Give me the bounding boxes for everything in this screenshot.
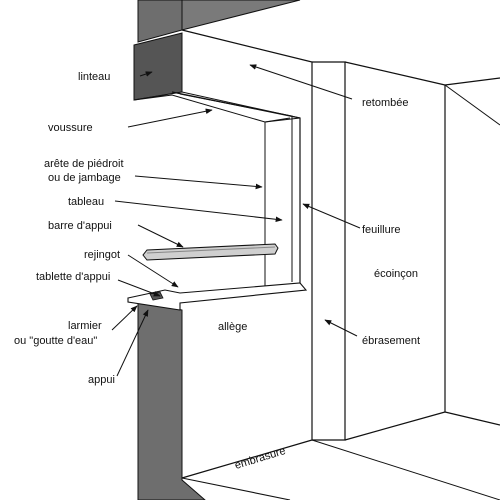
railing-highlight — [146, 246, 276, 254]
sill — [127, 282, 308, 311]
leader-linteau — [139, 71, 153, 77]
right-reveal — [444, 84, 500, 126]
leader-ebrasement — [324, 319, 358, 337]
embrasure-floor-line-2 — [311, 439, 500, 500]
leader-tablette — [117, 279, 161, 297]
soffit — [133, 91, 301, 123]
top-wall-cap — [181, 0, 301, 31]
ebrasement-floor — [344, 411, 446, 441]
leader-appui — [116, 309, 149, 377]
label-appui: appui — [88, 374, 115, 386]
wall-section-lower — [137, 299, 206, 500]
frame-mid — [179, 93, 293, 282]
label-arete-1: arête de piédroit — [44, 158, 124, 170]
tableau-edge — [264, 117, 291, 123]
label-allege: allège — [218, 321, 247, 333]
label-embrasure: embrasure — [233, 445, 287, 472]
leader-tableau — [114, 200, 283, 223]
label-retombee: retombée — [362, 97, 408, 109]
lintel-block — [133, 32, 183, 101]
leader-voussure — [127, 108, 213, 128]
leader-barre — [137, 224, 184, 248]
label-arete-2: ou de jambage — [48, 172, 121, 184]
label-larmier-1: larmier — [68, 320, 102, 332]
ebrasement-top — [344, 61, 446, 86]
label-larmier-2: ou "goutte d'eau" — [14, 335, 97, 347]
leader-arete — [134, 175, 263, 190]
label-ecoincon: écoinçon — [374, 268, 418, 280]
leader-larmier — [111, 305, 138, 331]
facade-outline — [181, 29, 313, 479]
embrasure-floor-line — [181, 477, 291, 500]
leader-rejingot — [127, 254, 179, 288]
label-linteau: linteau — [78, 71, 110, 83]
right-wall — [444, 77, 500, 426]
label-voussure: voussure — [48, 122, 93, 134]
label-ebrasement: ébrasement — [362, 335, 420, 347]
label-tableau: tableau — [68, 196, 104, 208]
label-barre: barre d'appui — [48, 220, 112, 232]
label-tablette: tablette d'appui — [36, 271, 110, 283]
label-feuillure: feuillure — [362, 224, 401, 236]
label-rejingot: rejingot — [84, 249, 120, 261]
ebrasement-panel — [312, 61, 346, 441]
leader-feuillure — [302, 203, 361, 229]
leader-retombee — [249, 64, 353, 100]
